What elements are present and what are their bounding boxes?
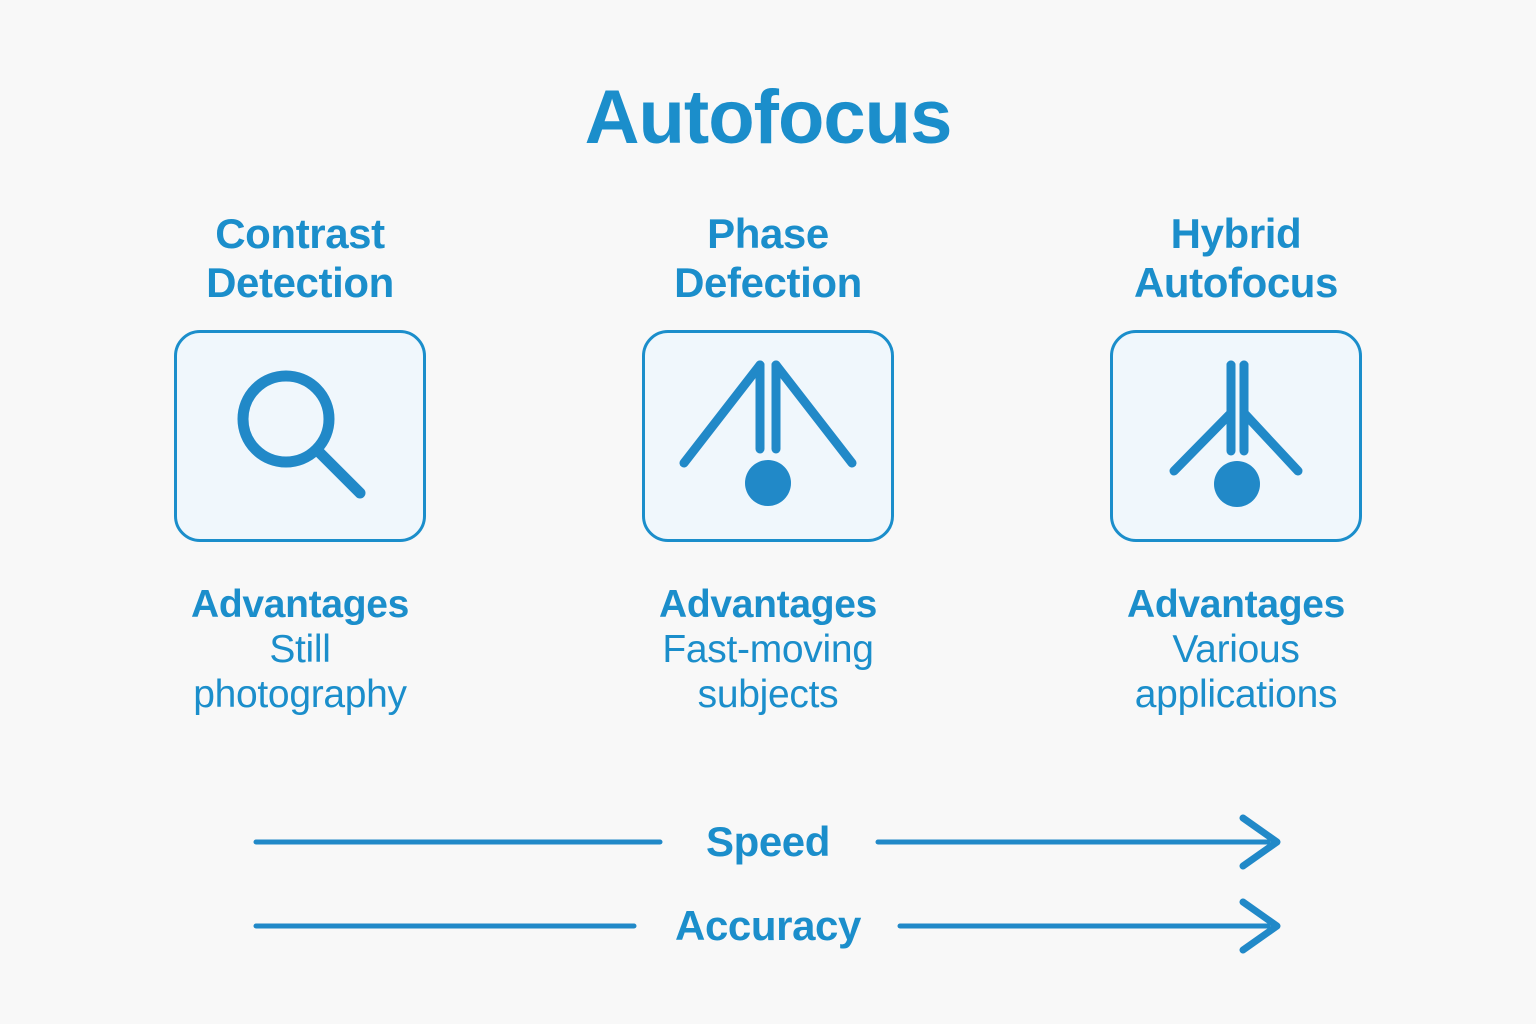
comparison-columns: Contrast Detection Advantages Still phot… xyxy=(80,210,1456,718)
column-contrast-detection: Contrast Detection Advantages Still phot… xyxy=(80,210,520,718)
icon-box-phase-defection xyxy=(642,330,894,542)
advantages-block-hybrid-autofocus: Advantages Various applications xyxy=(1127,582,1345,718)
gradient-arrows: Speed Accuracy xyxy=(0,800,1536,968)
column-heading-line2: Defection xyxy=(674,258,862,306)
page-title: Autofocus xyxy=(584,75,953,160)
column-heading-line2: Autofocus xyxy=(1133,258,1339,306)
column-heading-line1: Contrast xyxy=(215,210,385,257)
accuracy-arrow-icon xyxy=(253,898,1281,954)
icon-box-contrast-detection xyxy=(174,330,426,542)
arrow-label-accuracy: Accuracy xyxy=(649,902,887,950)
column-heading-line1: Hybrid xyxy=(1170,210,1302,257)
arrow-row-speed: Speed xyxy=(0,800,1536,884)
advantages-title: Advantages xyxy=(658,583,878,626)
advantages-block-phase-defection: Advantages Fast-moving subjects xyxy=(659,582,877,718)
advantages-title: Advantages xyxy=(1126,583,1346,626)
arrow-label-speed: Speed xyxy=(679,818,857,866)
icon-box-hybrid-autofocus xyxy=(1110,330,1362,542)
advantages-title: Advantages xyxy=(190,583,410,626)
advantages-detail-line2: applications xyxy=(1134,673,1338,717)
column-hybrid-autofocus: Hybrid Autofocus Advantages Various xyxy=(1016,210,1456,718)
advantages-detail-line2: photography xyxy=(193,673,407,717)
column-heading-phase-defection: Phase Defection xyxy=(674,210,862,308)
advantages-block-contrast-detection: Advantages Still photography xyxy=(191,582,409,718)
speed-arrow-icon xyxy=(253,814,1281,870)
column-heading-line1: Phase xyxy=(707,210,829,257)
advantages-detail-line1: Fast-moving xyxy=(662,628,874,672)
column-heading-contrast-detection: Contrast Detection xyxy=(206,210,394,308)
advantages-detail-line1: Various xyxy=(1172,628,1300,672)
column-heading-hybrid-autofocus: Hybrid Autofocus xyxy=(1134,210,1338,308)
advantages-detail-line2: subjects xyxy=(697,673,839,717)
hybrid-autofocus-icon xyxy=(1136,351,1336,521)
magnifier-icon xyxy=(220,356,380,516)
column-heading-line2: Detection xyxy=(206,258,394,306)
phase-detection-icon xyxy=(668,351,868,521)
arrow-row-accuracy: Accuracy xyxy=(0,884,1536,968)
column-phase-defection: Phase Defection Advantages Fast-moving xyxy=(548,210,988,718)
advantages-detail-line1: Still xyxy=(269,628,331,672)
